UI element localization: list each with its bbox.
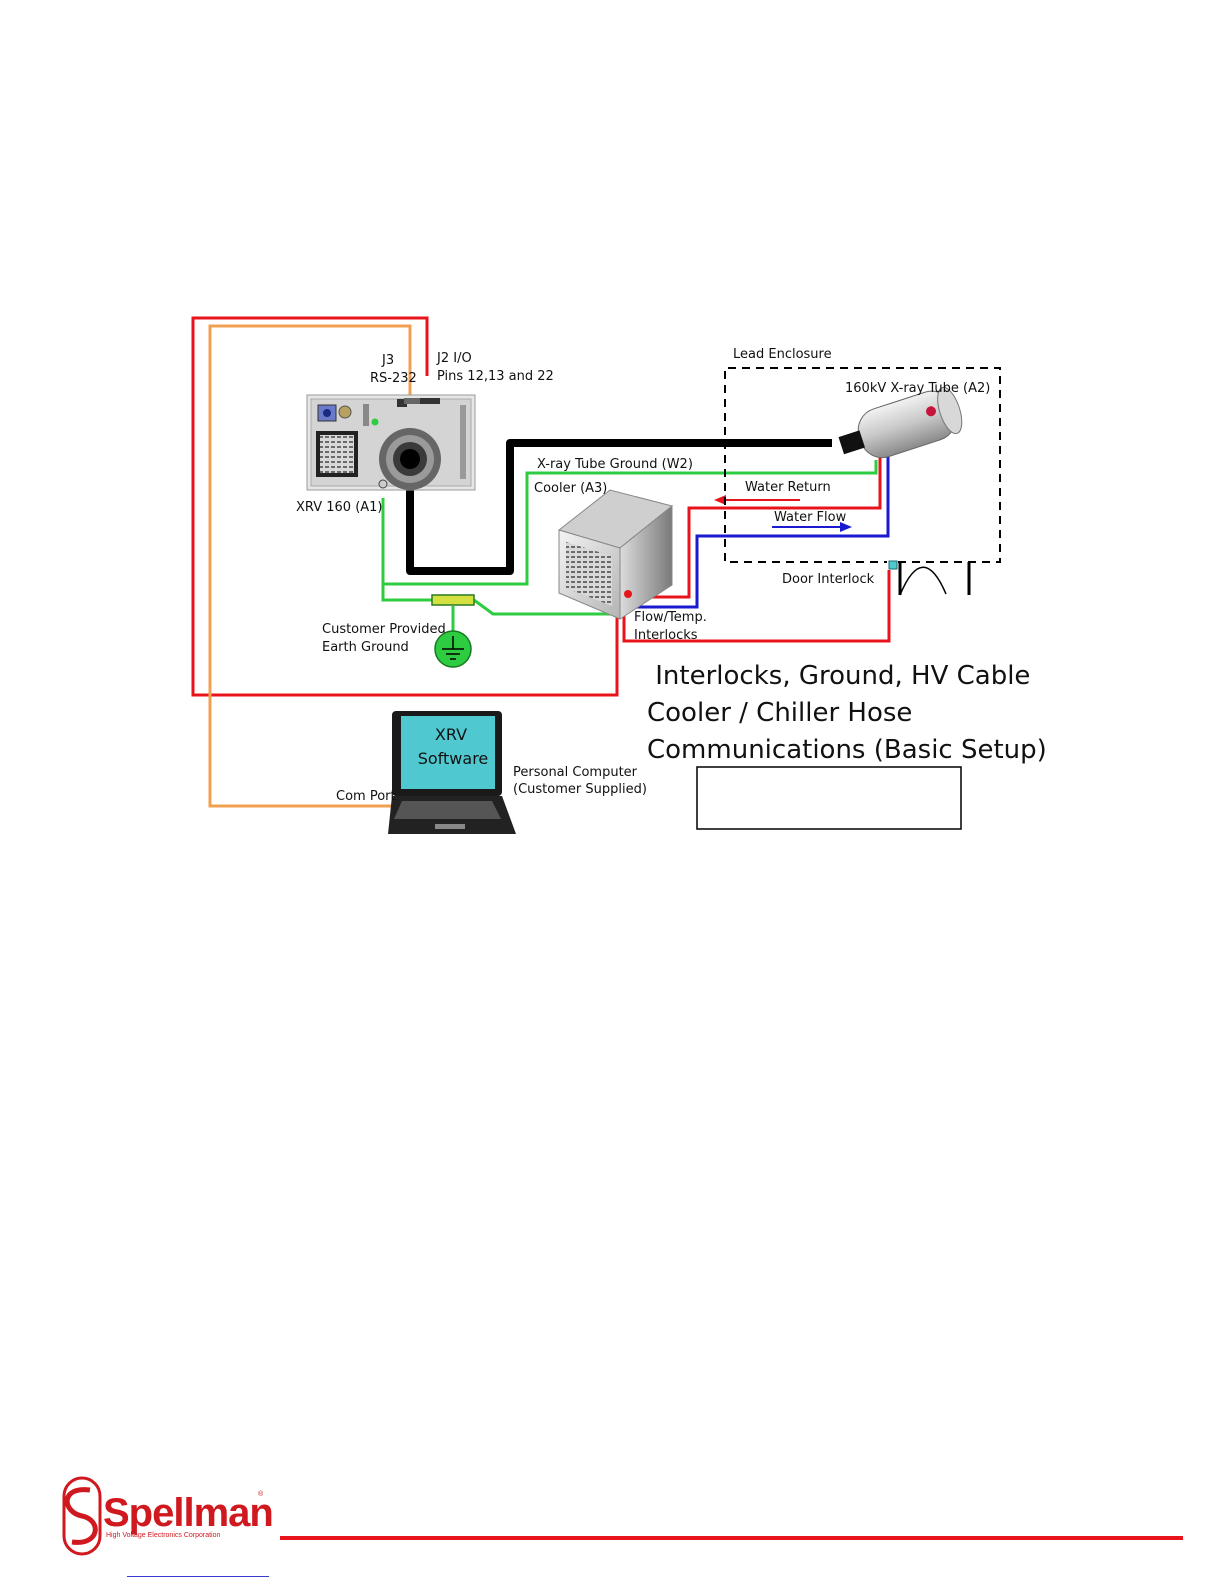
label-xray-tube: 160kV X-ray Tube (A2) (845, 381, 990, 396)
logo-subtitle: High Voltage Electronics Corporation (106, 1532, 221, 1539)
water-return-arrowhead (714, 495, 726, 505)
power-switch-icon (317, 404, 352, 422)
logo-registered: ® (258, 1490, 264, 1498)
label-flow-temp: Flow/Temp. (634, 610, 707, 625)
water-return-hose (636, 458, 882, 599)
hv-receptacle-icon (379, 428, 441, 490)
hv-cable (406, 439, 832, 575)
earth-ground-icon (434, 630, 472, 668)
label-lead-enclosure: Lead Enclosure (733, 347, 832, 362)
empty-note-box (696, 766, 962, 830)
cooler-unit (557, 489, 674, 620)
label-cooler: Cooler (A3) (534, 481, 607, 496)
label-water-flow: Water Flow (774, 510, 847, 525)
water-flow-hose (636, 455, 890, 609)
diagram-title-line1: Interlocks, Ground, HV Cable (647, 661, 1030, 691)
j2-connector (420, 398, 440, 404)
j3-connector (404, 398, 420, 404)
screen-text-line1: XRV (435, 725, 467, 744)
label-door-interlock: Door Interlock (782, 572, 875, 587)
label-j2io: J2 I/O (436, 351, 472, 366)
footer-divider (280, 1536, 1183, 1540)
laptop-screen (401, 716, 495, 789)
fan-icon (316, 431, 358, 477)
label-xrv160: XRV 160 (A1) (296, 500, 383, 515)
door-icon (888, 560, 971, 596)
label-pins: Pins 12,13 and 22 (437, 369, 554, 384)
logo-text: Spellman (103, 1491, 273, 1535)
label-customer-supplied: (Customer Supplied) (513, 782, 647, 797)
door-interlock-wire (622, 570, 891, 643)
label-customer-provided: Customer Provided (322, 622, 446, 637)
label-interlocks: Interlocks (634, 628, 698, 643)
ground-bar (431, 594, 475, 606)
label-rs232: RS-232 (370, 371, 417, 386)
diagram-title-line2: Cooler / Chiller Hose (647, 698, 912, 728)
xrv160-unit (306, 394, 476, 491)
water-flow-arrowhead (840, 522, 852, 532)
footer-link-underline (127, 1576, 269, 1577)
ground-bar-wire (381, 584, 432, 602)
label-personal-computer: Personal Computer (513, 765, 638, 780)
label-earth-ground: Earth Ground (322, 640, 409, 655)
lead-enclosure-boundary (724, 367, 1001, 563)
label-com-port: Com Port (336, 789, 396, 804)
label-water-return: Water Return (745, 480, 831, 495)
spellman-logo: Spellman ® High Voltage Electronics Corp… (62, 1476, 274, 1556)
status-led-icon (371, 418, 379, 426)
tube-ground-wire (381, 460, 878, 586)
rs232-wire-orange (208, 324, 412, 808)
xray-tube-icon (838, 386, 963, 459)
laptop-icon (388, 711, 516, 834)
diagram-title-line3: Communications (Basic Setup) (647, 735, 1047, 765)
label-xray-tube-ground: X-ray Tube Ground (W2) (537, 457, 693, 472)
screen-text-line2: Software (418, 749, 489, 768)
cooler-grill (566, 542, 612, 606)
label-j3: J3 (381, 353, 394, 368)
ground-terminal-icon (378, 479, 388, 489)
cooler-port-icon (624, 590, 632, 598)
interlock-wire-red (191, 316, 619, 697)
